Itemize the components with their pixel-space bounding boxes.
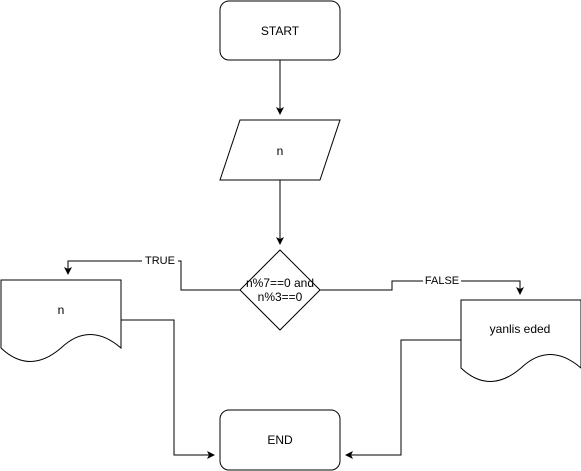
false-edge-label: FALSE	[425, 275, 459, 287]
edge-decision-to-output-true	[64, 260, 240, 291]
edge-output-true-to-end	[121, 319, 215, 459]
decision-shape	[239, 249, 321, 331]
true-label-bg	[142, 254, 178, 267]
end-label: END	[267, 433, 293, 447]
decision-node[interactable]: n%7==0 and n%3==0	[239, 249, 321, 331]
output-true-label: n	[58, 303, 65, 317]
start-node[interactable]: START	[219, 0, 341, 61]
input-label: n	[277, 144, 284, 158]
start-label: START	[261, 24, 300, 38]
input-shape	[219, 119, 341, 181]
edge-output-false-to-end	[345, 339, 461, 459]
input-node[interactable]: n	[219, 119, 341, 181]
edge-labels: TRUE FALSE	[142, 254, 461, 287]
decision-label-line1: n%7==0 and	[246, 276, 314, 290]
end-node[interactable]: END	[219, 409, 341, 471]
end-shape	[219, 409, 341, 471]
output-false-label: yanlis eded	[490, 322, 551, 336]
output-false-node[interactable]: yanlis eded	[460, 299, 581, 382]
output-true-shape	[0, 279, 122, 362]
edges	[64, 60, 524, 459]
edge-decision-to-output-false	[320, 280, 524, 295]
output-true-node[interactable]: n	[0, 279, 122, 362]
output-false-shape	[460, 299, 581, 382]
start-shape	[219, 0, 341, 61]
true-edge-label: TRUE	[145, 255, 175, 267]
false-label-bg	[423, 274, 461, 287]
decision-label-line2: n%3==0	[258, 290, 303, 304]
